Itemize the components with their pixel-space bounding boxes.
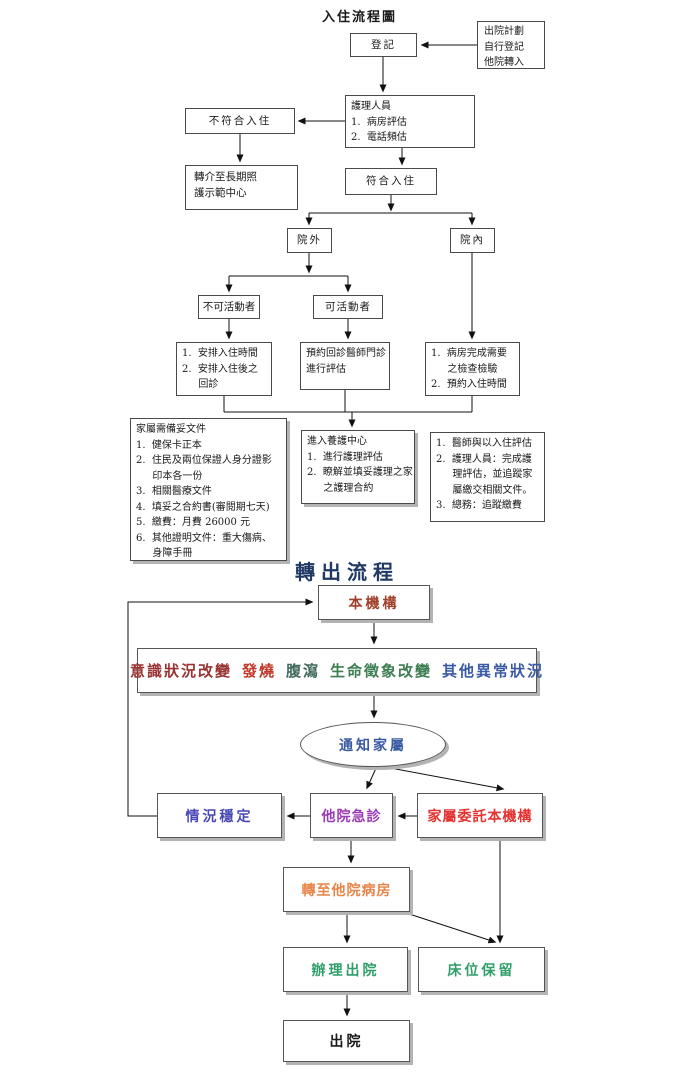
node-family-entrust: 家屬委託本機構 xyxy=(417,793,543,838)
node-abnormal-conditions: 意識狀況改變 發燒 腹瀉 生命徵象改變 其他異常狀況 xyxy=(130,648,542,693)
node-clinic-evaluation: 預約回診醫師門診 進行評估 xyxy=(300,342,390,390)
node-bed-hold: 床位保留 xyxy=(418,947,545,992)
text-line: 1. 病房評估 xyxy=(351,116,407,128)
text-line: 自行登記 xyxy=(484,41,524,53)
text-line: 1. 醫師與以入住評估 xyxy=(436,438,532,449)
node-notify-family: 通知家屬 xyxy=(300,722,446,767)
text-line: 5. 繳費：月費 26000 元 xyxy=(136,517,251,528)
text-line: 家屬需備妥文件 xyxy=(136,424,206,435)
transfer-flow-title: 轉出流程 xyxy=(295,560,399,584)
node-register: 登記 xyxy=(350,33,417,57)
text-line: 1. 健保卡正本 xyxy=(136,439,202,451)
node-nursing-evaluation: 護理人員 1. 病房評估 2. 電話頻估 xyxy=(345,95,475,148)
alert-consciousness-change: 意識狀況改變 xyxy=(129,662,232,680)
node-ward-checks: 1. 病房完成需要 之檢查檢驗 2. 預約入住時間 xyxy=(425,342,520,396)
text-line: 4. 填妥之合約書(審閱期七天) xyxy=(136,501,270,513)
text-line: 回診 xyxy=(182,379,219,390)
text-line: 2. 預約入住時間 xyxy=(431,379,507,390)
admission-flow-title: 入住流程圖 xyxy=(322,10,398,25)
node-longterm-care-referral: 轉介至長期照 護示範中心 xyxy=(185,165,298,210)
text-line: 預約回診醫師門診 xyxy=(306,348,386,359)
node-arrange-admission: 1. 安排入住時間 2. 安排入住後之 回診 xyxy=(176,342,272,396)
node-discharge: 出院 xyxy=(283,1020,410,1062)
node-other-hospital-er: 他院急診 xyxy=(310,793,393,838)
node-transfer-other-ward: 轉至他院病房 xyxy=(283,867,410,912)
text-line: 2. 護理人員：完成護 xyxy=(436,453,532,465)
node-inside-hospital: 院內 xyxy=(450,228,495,253)
text-line: 1. 進行護理評估 xyxy=(307,451,383,463)
node-this-institution: 本機構 xyxy=(318,585,430,620)
node-condition-stable: 情況穩定 xyxy=(157,793,282,838)
node-referral-source: 出院計劃 自行登記 他院轉入 xyxy=(477,21,545,69)
text-line: 之護理合約 xyxy=(307,482,374,494)
text-line: 印本各一份 xyxy=(136,470,203,482)
text-line: 1. 安排入住時間 xyxy=(182,348,258,359)
text-line: 護示範中心 xyxy=(194,186,247,199)
text-line: 之檢查檢驗 xyxy=(431,363,498,375)
node-mobile: 可活動者 xyxy=(313,295,383,319)
text-line: 他院轉入 xyxy=(484,57,524,68)
text-line: 身障手冊 xyxy=(136,548,193,559)
node-qualified: 符合入住 xyxy=(345,168,437,195)
text-line: 轉介至長期照 xyxy=(194,171,257,183)
text-line: 6. 其他證明文件：重大傷病、 xyxy=(136,532,272,544)
alert-fever: 發燒 xyxy=(241,662,276,680)
text-line: 屬繳交相關文件。 xyxy=(436,484,533,496)
text-line: 進入養護中心 xyxy=(307,436,367,447)
alert-other-abnormal: 其他異常狀況 xyxy=(442,662,545,680)
node-enter-care-center: 進入養護中心 1. 進行護理評估 2. 瞭解並填妥護理之家 之護理合約 xyxy=(301,430,415,504)
node-family-documents: 家屬需備妥文件 1. 健保卡正本 2. 住民及兩位保證人身分證影 印本各一份 3… xyxy=(130,418,287,561)
node-process-discharge: 辦理出院 xyxy=(283,947,408,992)
text-line: 3. 相關醫療文件 xyxy=(136,486,212,497)
text-line: 1. 病房完成需要 xyxy=(431,348,507,359)
node-staff-tasks: 1. 醫師與以入住評估 2. 護理人員：完成護 理評估，並追蹤家 屬繳交相關文件… xyxy=(430,432,545,522)
text-line: 3. 總務：追蹤繳費 xyxy=(436,500,522,511)
alert-vital-signs-change: 生命徵象改變 xyxy=(330,662,433,680)
text-line: 2. 電話頻估 xyxy=(351,132,407,143)
text-line: 出院計劃 xyxy=(484,26,524,37)
text-line: 2. 瞭解並填妥護理之家 xyxy=(307,467,413,478)
text-line: 進行評估 xyxy=(306,363,346,375)
text-line: 理評估，並追蹤家 xyxy=(436,469,533,480)
text-line: 2. 住民及兩位保證人身分證影 xyxy=(136,455,272,466)
text-line: 2. 安排入住後之 xyxy=(182,363,258,375)
text-line: 護理人員 xyxy=(351,101,391,112)
node-outside-hospital: 院外 xyxy=(287,228,332,253)
node-not-qualified: 不符合入住 xyxy=(185,108,295,134)
alert-diarrhea: 腹瀉 xyxy=(286,662,321,680)
node-immobile: 不可活動者 xyxy=(198,295,260,319)
